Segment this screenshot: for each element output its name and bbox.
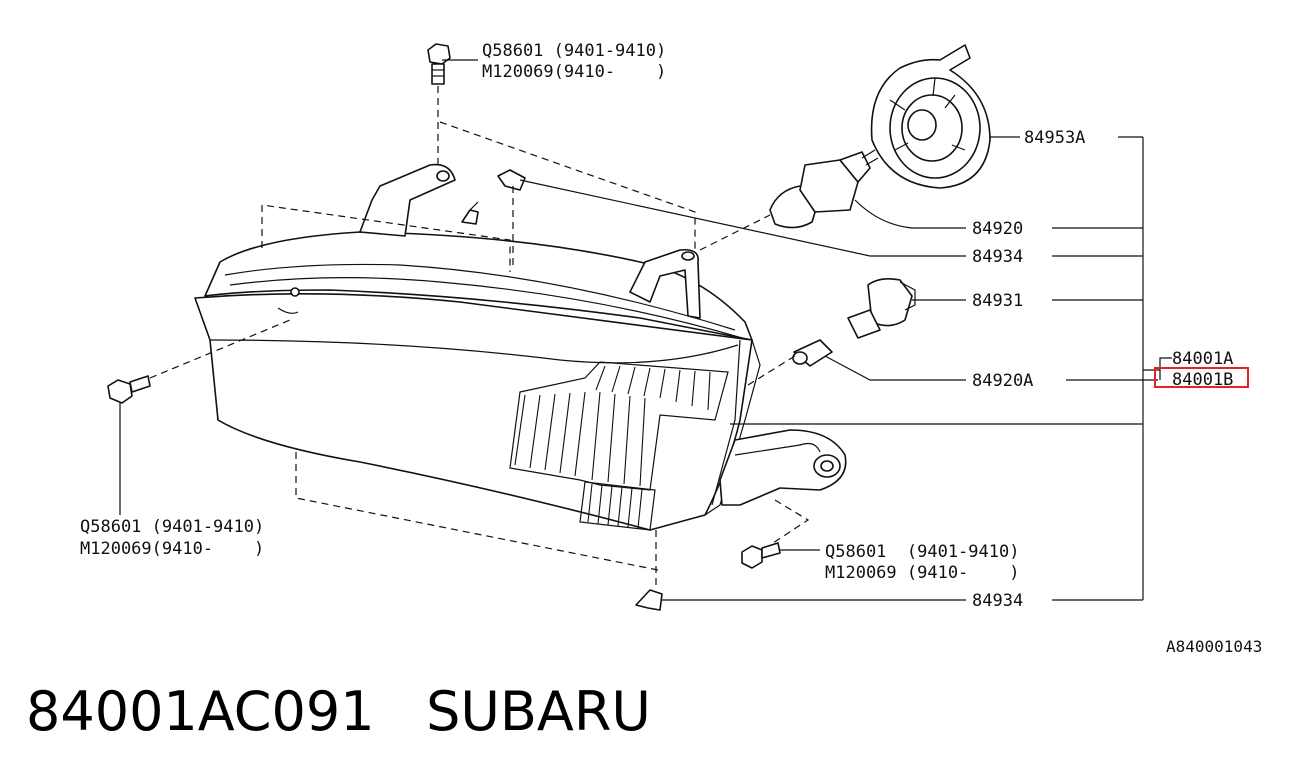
socket-cover-84953A (870, 44, 991, 189)
callout-bottom-bolt-line2: M120069 (9410- ) (825, 563, 1019, 583)
callout-84931: 84931 (972, 291, 1023, 311)
diagram-code: A840001043 (1166, 637, 1262, 656)
callout-84001B: 84001B (1172, 370, 1233, 390)
brand-name: SUBARU (426, 680, 651, 743)
side-bulb-84920A (792, 339, 833, 367)
headlamp-assembly (194, 163, 847, 531)
callout-top-bolt-line1: Q58601 (9401-9410) (482, 41, 666, 61)
halogen-bulb-84920 (769, 149, 879, 229)
bolt-left (107, 375, 151, 404)
callout-bottom-bolt-line1: Q58601 (9401-9410) (825, 542, 1019, 562)
callout-84934-lower: 84934 (972, 591, 1023, 611)
callout-left-bolt-line1: Q58601 (9401-9410) (80, 517, 264, 537)
callout-top-bolt-line2: M120069(9410- ) (482, 62, 666, 82)
bolt-bottom (741, 542, 781, 569)
assembly-guide-lines (149, 86, 810, 590)
turn-signal-lens (509, 361, 729, 531)
callout-84920: 84920 (972, 219, 1023, 239)
bolt-top (427, 43, 451, 85)
bulb-socket-84931 (847, 278, 916, 339)
highlight-box-84001B (1154, 367, 1249, 388)
callout-84001A: 84001A (1172, 349, 1233, 369)
callout-84934-upper: 84934 (972, 247, 1023, 267)
clip-84934-lower (635, 589, 663, 611)
part-number: 84001AC091 (26, 680, 375, 743)
clip-84934-upper (497, 169, 526, 191)
callout-left-bolt-line2: M120069(9410- ) (80, 539, 264, 559)
callout-84920A: 84920A (972, 371, 1033, 391)
callout-84953A: 84953A (1024, 128, 1085, 148)
leader-lines (119, 59, 1172, 601)
part-title: 84001AC091 SUBARU (26, 680, 651, 743)
